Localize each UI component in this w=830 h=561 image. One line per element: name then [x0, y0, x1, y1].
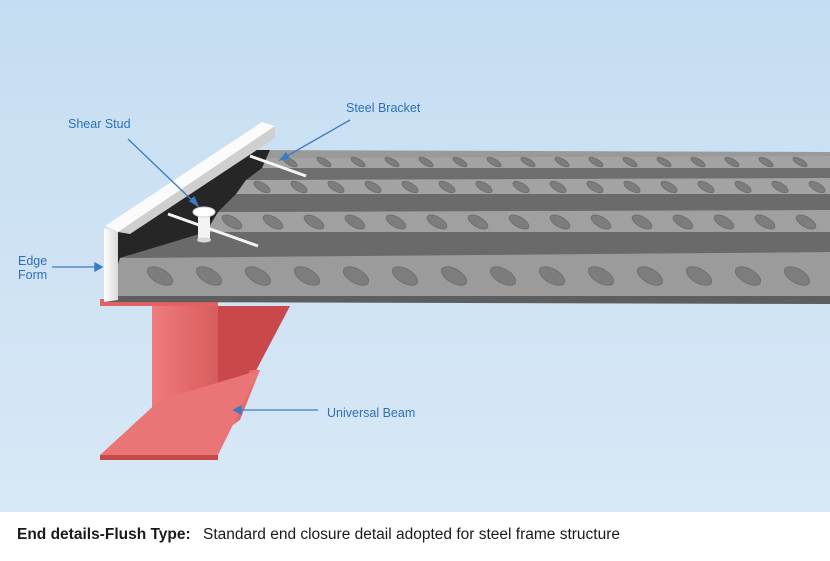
deck-embossment: [685, 266, 713, 286]
deck-embossment: [587, 266, 615, 286]
deck-end-closure: [104, 150, 270, 300]
deck-embossment: [452, 156, 468, 168]
deck-embossment: [636, 266, 664, 286]
deck-rib-2: [236, 178, 830, 194]
deck-embossment: [690, 156, 706, 168]
deck-rib-4: [108, 252, 830, 296]
deck-embossment: [146, 266, 174, 286]
deck-embossment: [631, 214, 653, 230]
steel-deck: [104, 150, 830, 304]
diagram-figure: Shear Stud Steel Bracket Edge Form Unive…: [0, 0, 830, 512]
deck-groove-3: [120, 232, 830, 258]
deck-embossment: [549, 214, 571, 230]
deck-embossment: [440, 266, 468, 286]
deck-embossments: [146, 156, 826, 286]
leader-steel-bracket: [279, 119, 351, 161]
edge-form: [104, 122, 275, 302]
deck-embossment: [734, 266, 762, 286]
deck-embossment: [590, 214, 612, 230]
leader-edge-form-arrow: [94, 261, 104, 273]
edge-form-face: [104, 228, 118, 302]
deck-front-edge: [104, 296, 830, 304]
deck-embossment: [771, 180, 789, 194]
deck-embossment: [262, 214, 284, 230]
deck-embossment: [303, 214, 325, 230]
deck-embossment: [734, 180, 752, 194]
deck-embossment: [508, 214, 530, 230]
leader-universal-beam-arrow: [232, 404, 242, 416]
deck-embossment: [512, 180, 530, 194]
caption-text: Standard end closure detail adopted for …: [202, 526, 621, 543]
deck-embossment: [293, 266, 321, 286]
deck-embossment: [697, 180, 715, 194]
deck-embossment: [554, 156, 570, 168]
deck-embossment: [724, 156, 740, 168]
deck-embossment: [795, 214, 817, 230]
deck-embossment: [327, 180, 345, 194]
deck-groove-1: [246, 168, 830, 180]
deck-embossment: [342, 266, 370, 286]
universal-beam: [100, 299, 290, 460]
deck-embossment: [549, 180, 567, 194]
deck-embossment: [426, 214, 448, 230]
deck-embossment: [438, 180, 456, 194]
deck-embossment: [758, 156, 774, 168]
shear-stud-base: [197, 237, 211, 243]
deck-embossment: [316, 156, 332, 168]
caption-title: End details-Flush Type:: [17, 526, 191, 543]
deck-embossment: [713, 214, 735, 230]
deck-embossment: [489, 266, 517, 286]
deck-embossment: [538, 266, 566, 286]
deck-embossment: [754, 214, 776, 230]
deck-embossment: [656, 156, 672, 168]
leader-lines: [52, 119, 351, 416]
deck-embossment: [792, 156, 808, 168]
deck-embossment: [672, 214, 694, 230]
leader-shear-stud: [127, 138, 199, 207]
deck-embossment: [244, 266, 272, 286]
deck-embossment: [364, 180, 382, 194]
deck-embossment: [344, 214, 366, 230]
figure-caption: End details-Flush Type: Standard end clo…: [17, 526, 817, 544]
deck-rib-1: [258, 156, 830, 168]
deck-embossment: [660, 180, 678, 194]
deck-embossment: [808, 180, 826, 194]
label-shear-stud: Shear Stud: [68, 117, 131, 131]
deck-embossment: [384, 156, 400, 168]
beam-bottom-flange-top: [100, 370, 260, 455]
steel-bracket-strap-2: [167, 212, 259, 248]
deck-embossment: [350, 156, 366, 168]
label-universal-beam: Universal Beam: [327, 406, 416, 420]
deck-embossment: [588, 156, 604, 168]
deck-embossment: [221, 214, 243, 230]
deck-embossment: [253, 180, 271, 194]
deck-embossment: [195, 266, 223, 286]
edge-form-inner: [118, 126, 275, 234]
deck-embossment: [467, 214, 489, 230]
deck-embossment: [486, 156, 502, 168]
deck-embossment: [783, 266, 811, 286]
leader-steel-bracket-arrow: [278, 151, 291, 162]
deck-embossment: [391, 266, 419, 286]
deck-groove-2: [218, 194, 830, 212]
leader-shear-stud-arrow: [188, 195, 200, 208]
deck-embossment: [623, 180, 641, 194]
deck-embossment: [385, 214, 407, 230]
label-edge-form-line2: Form: [18, 268, 48, 282]
deck-embossment: [622, 156, 638, 168]
deck-embossment: [418, 156, 434, 168]
shear-stud-head: [192, 206, 216, 218]
deck-embossment: [475, 180, 493, 194]
deck-embossment: [586, 180, 604, 194]
label-steel-bracket: Steel Bracket: [346, 101, 421, 115]
steel-bracket-strap-1: [249, 154, 307, 178]
deck-embossment: [520, 156, 536, 168]
diagram-svg: [0, 0, 830, 512]
deck-embossment: [290, 180, 308, 194]
label-edge-form-line1: Edge: [18, 254, 48, 268]
edge-form-top-lip: [105, 122, 275, 232]
beam-bottom-flange-edge: [100, 455, 218, 460]
deck-embossment: [401, 180, 419, 194]
